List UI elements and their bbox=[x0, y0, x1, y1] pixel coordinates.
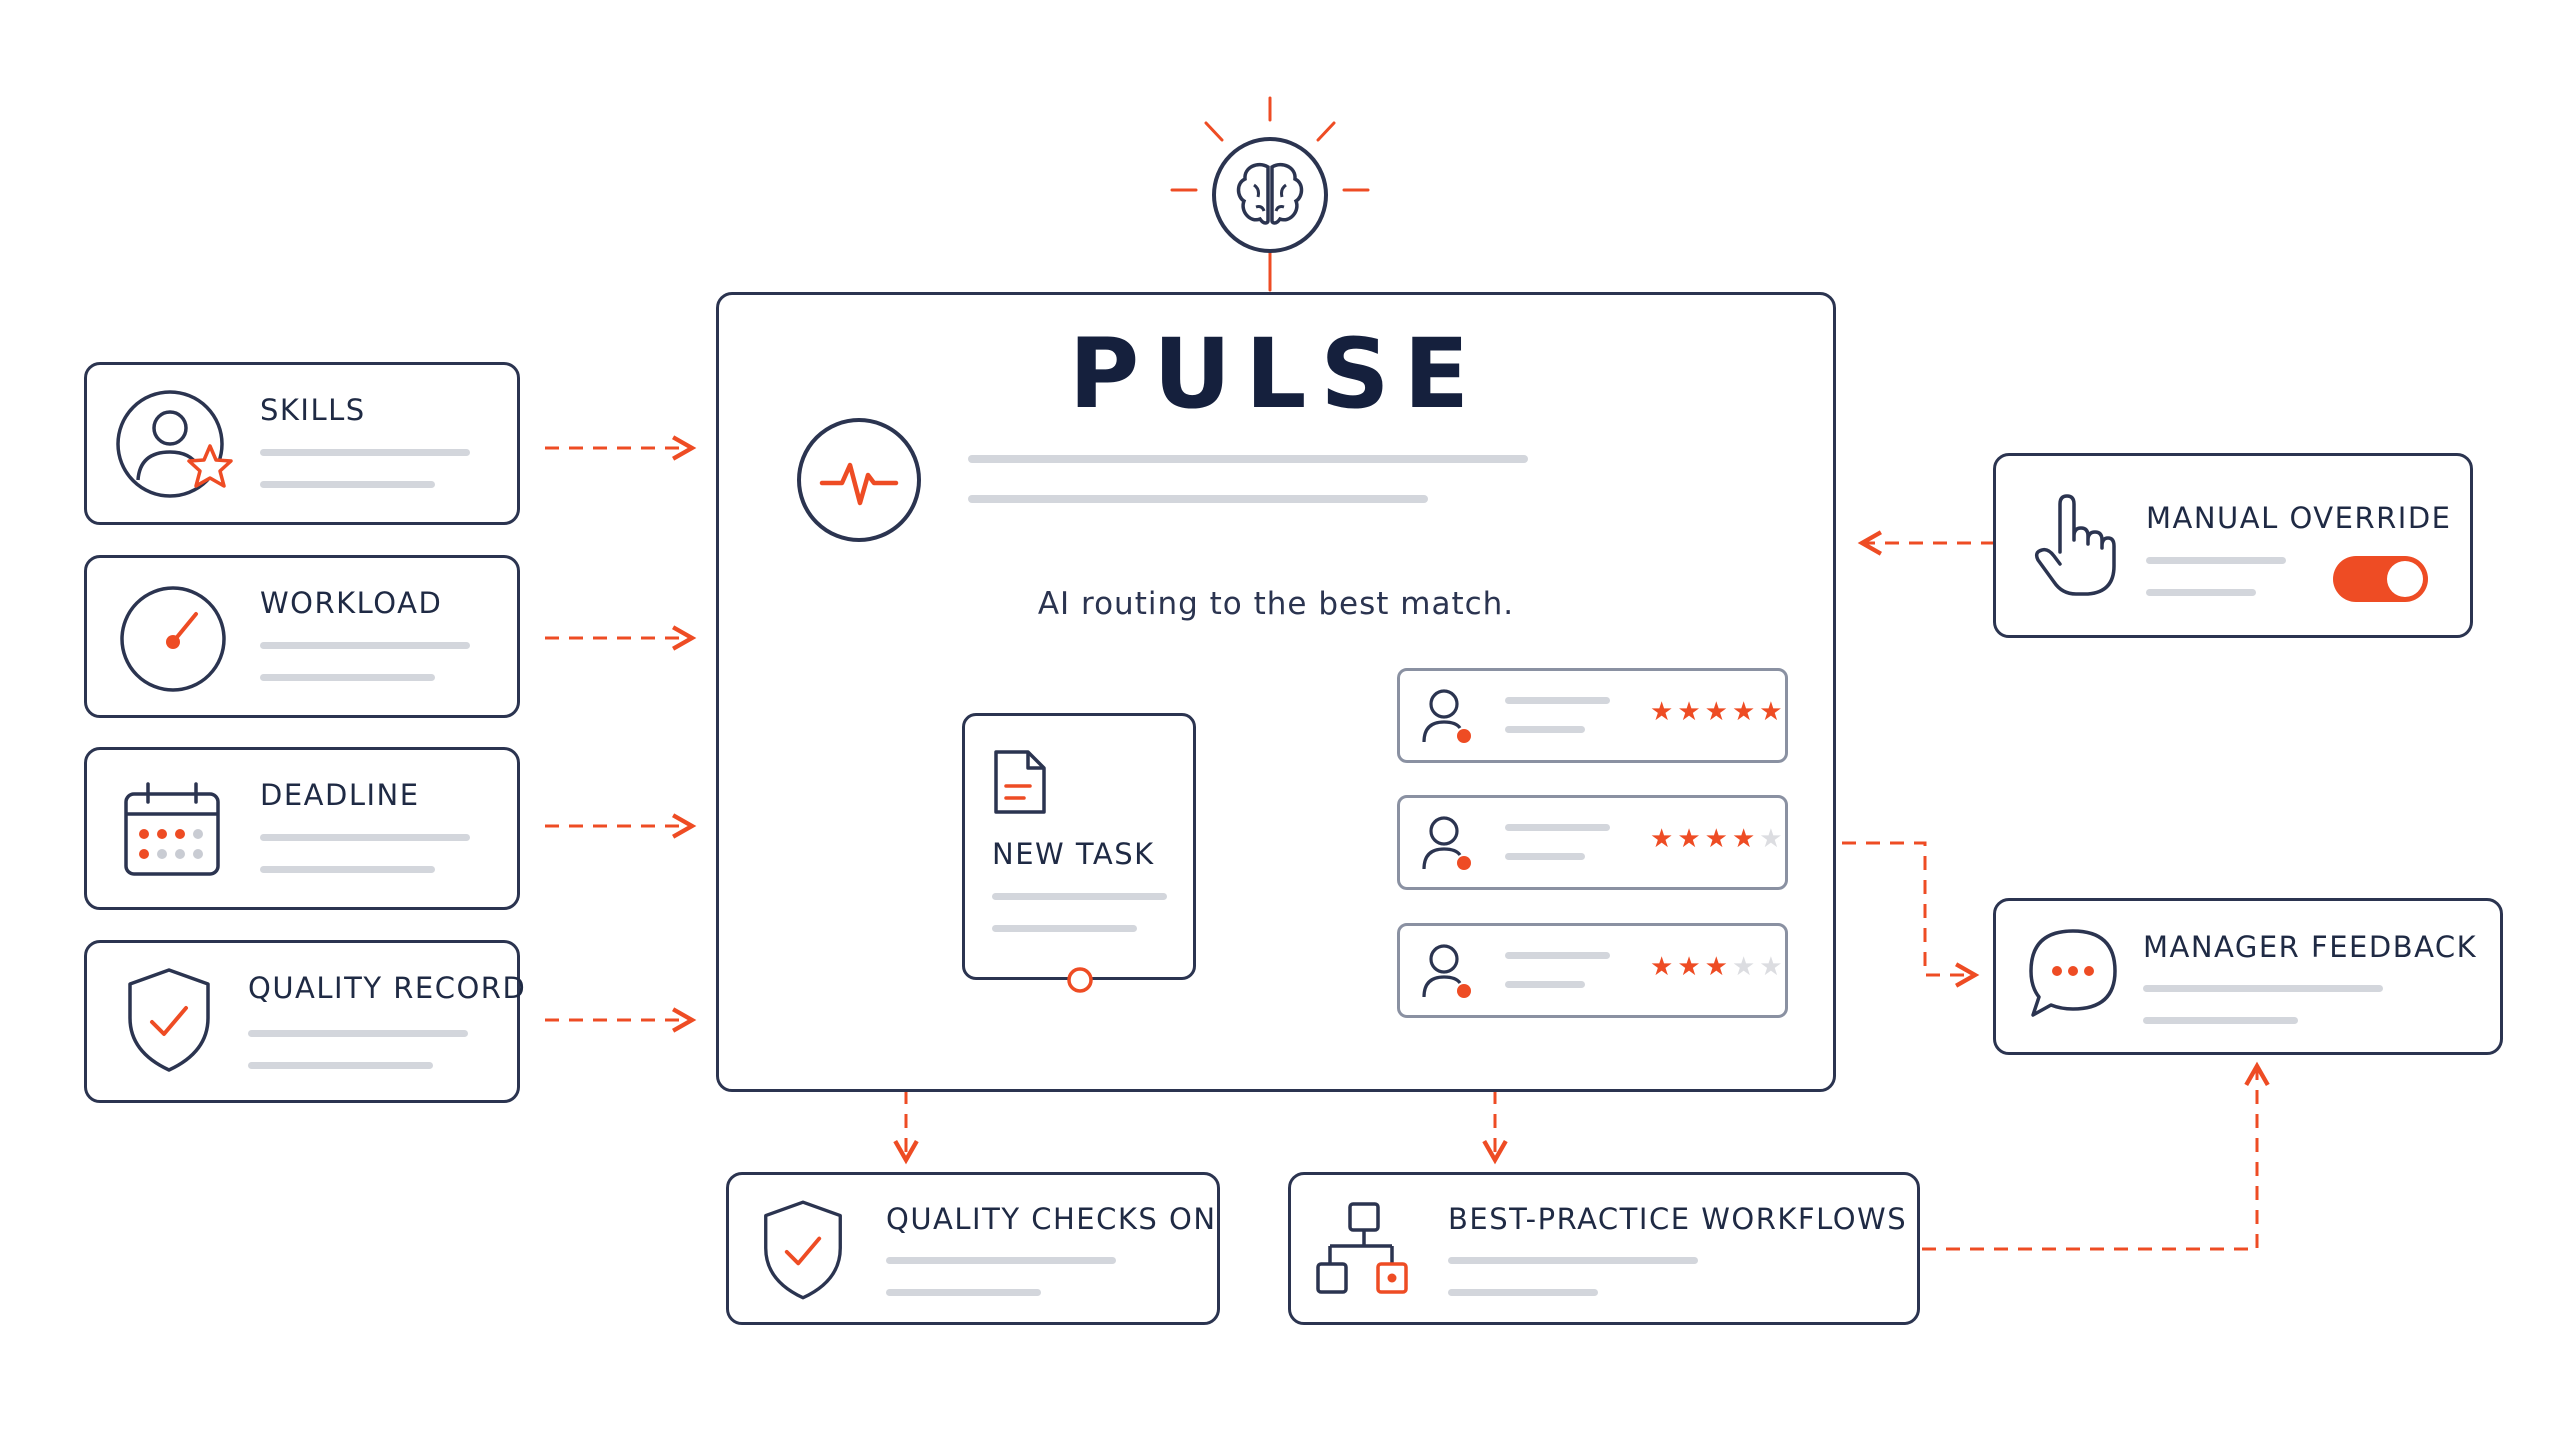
shield-check-icon bbox=[764, 1200, 842, 1300]
star-rating: ★★★★★ bbox=[1650, 697, 1787, 727]
manual-override-label: MANUAL OVERRIDE bbox=[2146, 501, 2452, 535]
manager-feedback-label: MANAGER FEEDBACK bbox=[2143, 930, 2478, 964]
hand-pointer-icon bbox=[2034, 494, 2116, 596]
workflows-line-2 bbox=[1448, 1289, 1598, 1296]
task-output-port bbox=[1067, 967, 1093, 993]
skills-line-1 bbox=[260, 449, 470, 456]
shield-check-icon bbox=[128, 968, 210, 1072]
manual-override-box bbox=[1993, 453, 2473, 638]
star-rating: ★★★★★ bbox=[1650, 952, 1787, 982]
quality-record-line-2 bbox=[248, 1062, 433, 1069]
quality-checks-label: QUALITY CHECKS ON bbox=[886, 1202, 1217, 1236]
star-filled-icon: ★ bbox=[1704, 952, 1732, 982]
manager-feedback-line-1 bbox=[2143, 985, 2383, 992]
star-empty-icon: ★ bbox=[1759, 952, 1787, 982]
quality-checks-line-1 bbox=[886, 1257, 1116, 1264]
manual-override-line-2 bbox=[2146, 589, 2256, 596]
new-task-line-2 bbox=[992, 925, 1137, 932]
star-filled-icon: ★ bbox=[1650, 824, 1678, 854]
star-filled-icon: ★ bbox=[1677, 952, 1705, 982]
brain-rays bbox=[1170, 96, 1370, 292]
avatar-icon bbox=[1422, 944, 1471, 998]
gauge-icon bbox=[120, 586, 226, 692]
arrow-workflows-to-feedback bbox=[1922, 1061, 2270, 1251]
star-filled-icon: ★ bbox=[1650, 952, 1678, 982]
quality-checks-line-2 bbox=[886, 1289, 1041, 1296]
star-filled-icon: ★ bbox=[1759, 697, 1787, 727]
override-toggle[interactable] bbox=[2333, 556, 2428, 602]
star-rating: ★★★★★ bbox=[1650, 824, 1787, 854]
new-task-label: NEW TASK bbox=[992, 837, 1155, 871]
pulse-title: PULSE bbox=[1068, 318, 1484, 430]
manual-override-line-1 bbox=[2146, 557, 2286, 564]
candidate-card-3 bbox=[1397, 923, 1788, 1018]
candidate-line-1 bbox=[1505, 697, 1610, 704]
workflow-icon bbox=[1316, 1202, 1408, 1294]
deadline-label: DEADLINE bbox=[260, 778, 420, 812]
candidate-line-1 bbox=[1505, 952, 1610, 959]
star-filled-icon: ★ bbox=[1731, 697, 1760, 727]
workload-label: WORKLOAD bbox=[260, 586, 443, 620]
star-empty-icon: ★ bbox=[1731, 952, 1760, 982]
candidate-card-1 bbox=[1397, 668, 1788, 763]
quality-record-label: QUALITY RECORD bbox=[248, 971, 527, 1005]
candidate-line-2 bbox=[1505, 726, 1585, 733]
workload-line-2 bbox=[260, 674, 435, 681]
star-filled-icon: ★ bbox=[1704, 824, 1732, 854]
workload-line-1 bbox=[260, 642, 470, 649]
star-filled-icon: ★ bbox=[1677, 697, 1705, 727]
star-filled-icon: ★ bbox=[1704, 697, 1732, 727]
avatar-icon bbox=[1422, 816, 1471, 870]
pulse-text-line-1 bbox=[968, 455, 1528, 463]
workflows-line-1 bbox=[1448, 1257, 1698, 1264]
quality-record-line-1 bbox=[248, 1030, 468, 1037]
calendar-icon bbox=[124, 782, 220, 876]
star-filled-icon: ★ bbox=[1650, 697, 1678, 727]
new-task-line-1 bbox=[992, 893, 1167, 900]
deadline-line-1 bbox=[260, 834, 470, 841]
star-empty-icon: ★ bbox=[1759, 824, 1787, 854]
tagline: AI routing to the best match. bbox=[1037, 586, 1515, 622]
deadline-line-2 bbox=[260, 866, 435, 873]
skills-label: SKILLS bbox=[260, 393, 366, 427]
pulse-text-line-2 bbox=[968, 495, 1428, 503]
arrow-manager-feedback bbox=[1842, 841, 1980, 988]
chat-bubble-icon bbox=[2029, 929, 2117, 1017]
manager-feedback-line-2 bbox=[2143, 1017, 2298, 1024]
override-toggle-knob bbox=[2387, 561, 2423, 597]
candidate-line-2 bbox=[1505, 981, 1585, 988]
workflows-label: BEST-PRACTICE WORKFLOWS bbox=[1448, 1202, 1908, 1236]
star-filled-icon: ★ bbox=[1677, 824, 1705, 854]
avatar-icon bbox=[1422, 689, 1471, 743]
candidate-line-1 bbox=[1505, 824, 1610, 831]
star-filled-icon: ★ bbox=[1731, 824, 1760, 854]
pulse-icon bbox=[797, 418, 921, 542]
skills-line-2 bbox=[260, 481, 435, 488]
user-star-icon bbox=[116, 390, 233, 498]
brain-icon bbox=[1212, 137, 1328, 253]
candidate-card-2 bbox=[1397, 795, 1788, 890]
document-icon bbox=[994, 750, 1046, 814]
candidate-line-2 bbox=[1505, 853, 1585, 860]
